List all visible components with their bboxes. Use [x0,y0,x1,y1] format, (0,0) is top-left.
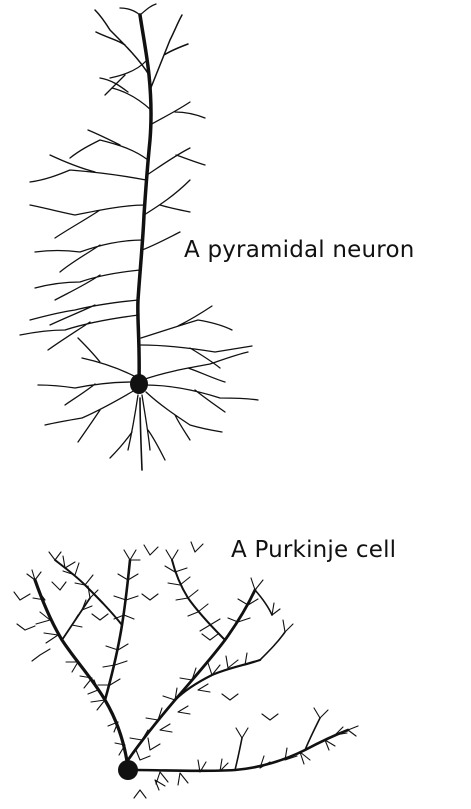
purkinje-cell-label: A Purkinje cell [231,537,396,563]
pyramidal-neuron-label: A pyramidal neuron [184,237,415,263]
purkinje-cell-drawing [14,542,358,798]
